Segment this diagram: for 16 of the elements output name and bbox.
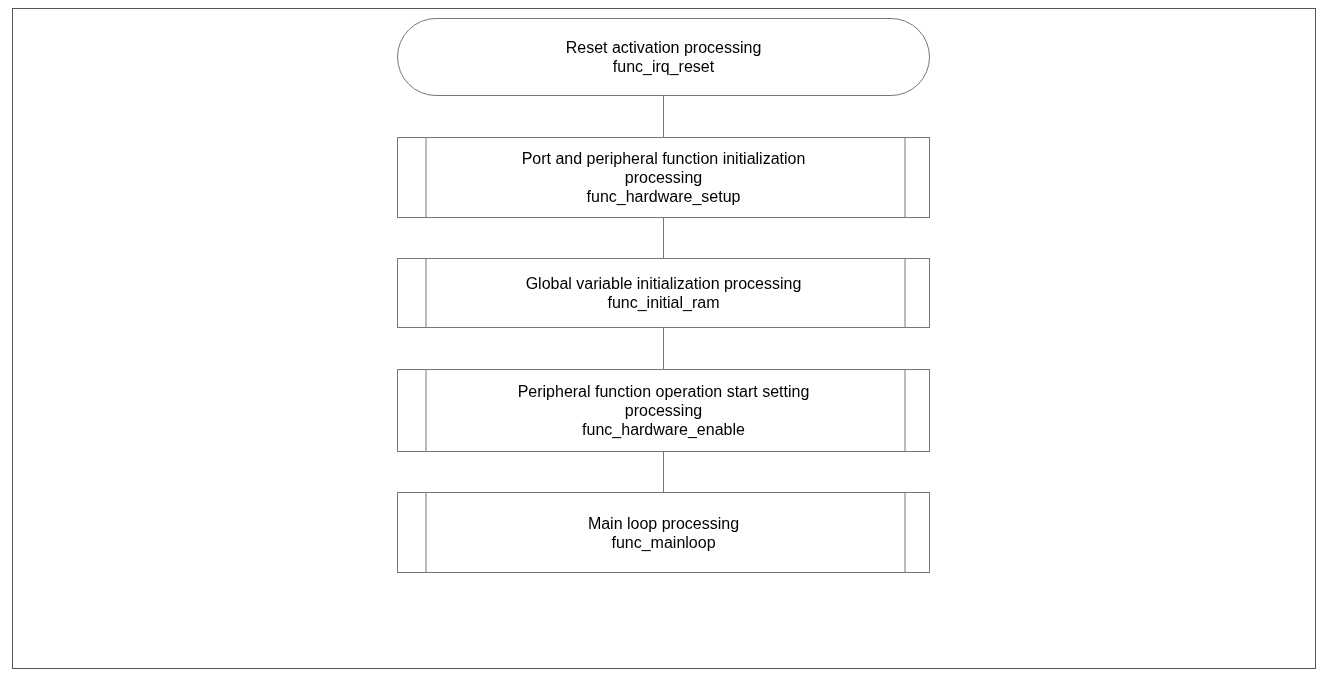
- function-name: func_hardware_enable: [582, 420, 745, 439]
- connector-line: [663, 327, 664, 370]
- step-title: Reset activation processing: [565, 38, 762, 57]
- function-name: func_irq_reset: [612, 57, 715, 76]
- subroutine-box: [397, 492, 930, 573]
- subroutine-box: [397, 258, 930, 328]
- function-name: func_initial_ram: [607, 293, 720, 312]
- function-name: func_hardware_setup: [586, 187, 741, 206]
- step-title: Main loop processing: [587, 513, 740, 533]
- subroutine-box: [397, 369, 930, 452]
- step-title: Global variable initialization processing: [525, 274, 802, 293]
- subroutine-box: [397, 137, 930, 218]
- connector-line: [663, 217, 664, 259]
- connector-line: [663, 451, 664, 493]
- connector-line: [663, 95, 664, 138]
- function-name: func_mainloop: [611, 532, 716, 552]
